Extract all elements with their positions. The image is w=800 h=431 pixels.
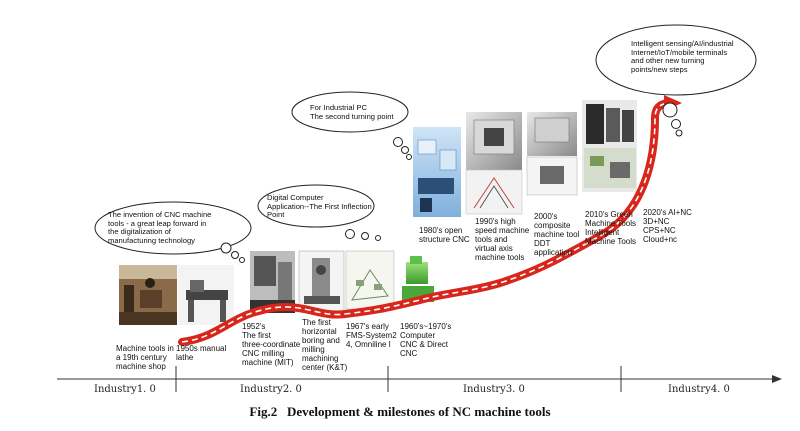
milestone-green-intelligent: 2010's Green Machine Tools Intelligent M… (585, 210, 636, 246)
era-industry-2: Industry2. 0 (240, 384, 302, 395)
timeline-axis (57, 366, 782, 392)
photo-fms-system (345, 250, 395, 310)
bubble-new-steps (595, 24, 757, 137)
bubble-second-turning-text: For Industrial PC The second turning poi… (310, 103, 394, 121)
photo-19th-century-shop (119, 265, 177, 325)
milestone-high-speed: 1990's high speed machine tools and virt… (475, 217, 530, 262)
photo-open-structure-cnc (413, 127, 461, 217)
era-industry-1: Industry1. 0 (94, 384, 156, 395)
milestone-mit-cnc: 1952's The first three-coordinate CNC mi… (242, 322, 301, 367)
bubble-second-turning (291, 91, 412, 160)
photo-composite-machine (526, 112, 578, 196)
era-industry-3: Industry3. 0 (463, 384, 525, 395)
path-center-line (181, 102, 669, 343)
bubble-first-inflection (257, 184, 381, 241)
milestone-computer-cnc: 1960's~1970's Computer CNC & Direct CNC (400, 322, 452, 358)
milestone-open-cnc: 1980's open structure CNC (419, 226, 470, 244)
bubble-cnc-invention-text: The invention of CNC machine tools - a g… (108, 210, 212, 245)
figure-caption: Fig.2 Development & milestones of NC mac… (249, 404, 551, 419)
photo-virtual-axis-machine (465, 169, 523, 215)
photo-manual-lathe (178, 265, 234, 325)
bubble-first-inflection-text: Digital Computer Application--The First … (267, 193, 372, 220)
milestone-fms: 1967's early FMS-System2 4, Omniline I (346, 322, 397, 349)
photo-high-speed-machine (466, 112, 522, 170)
milestone-composite: 2000's composite machine tool DDT applic… (534, 212, 580, 257)
era-industry-4: Industry4. 0 (668, 384, 730, 395)
photo-kt-machining-center (298, 250, 345, 312)
milestone-19th-century: Machine tools in a 19th century machine … (116, 344, 174, 371)
axis-arrow (772, 375, 782, 383)
milestone-kt-center: The first horizontal boring and milling … (302, 318, 348, 372)
bubble-new-steps-text: Intelligent sensing/AI/industrial Intern… (631, 39, 734, 74)
bubble-cnc-invention (94, 201, 252, 263)
milestone-manual-lathe: 1950s manual lathe (176, 344, 227, 362)
milestone-ai-nc: 2020's AI+NC 3D+NC CPS+NC Cloud+nc (643, 208, 692, 244)
photo-green-intelligent-machines (582, 100, 637, 192)
